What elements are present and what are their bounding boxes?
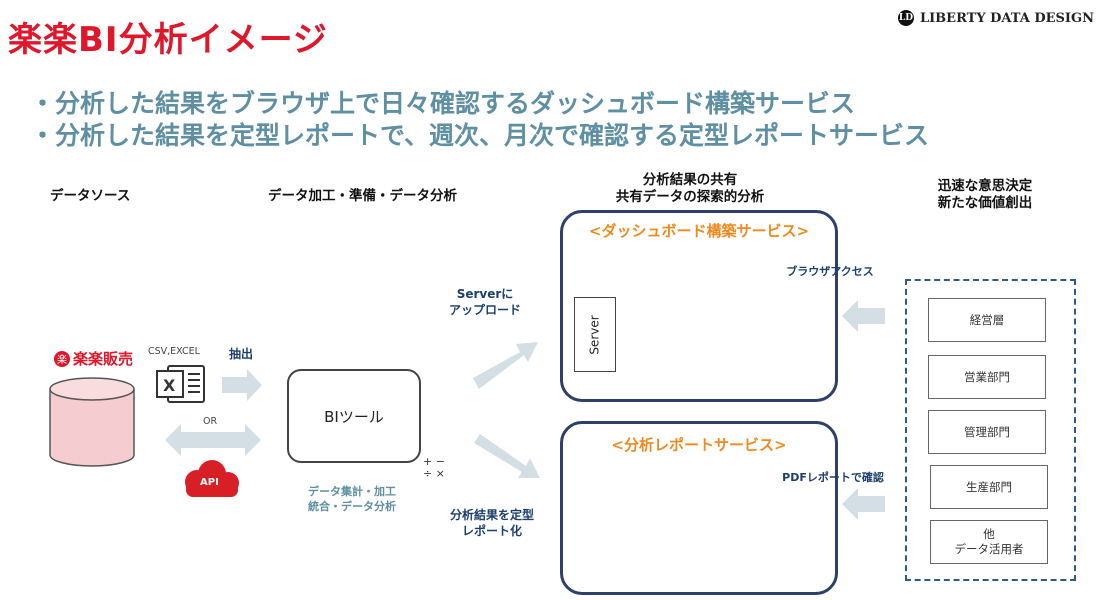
report-arrow-icon	[474, 434, 540, 478]
pdf-confirm-arrow-icon	[842, 488, 885, 520]
bidirectional-arrow-icon	[165, 424, 261, 456]
browser-access-label: ブラウザアクセス	[770, 264, 890, 280]
upload-label-line1: Serverに	[440, 286, 530, 302]
bi-tool-caption-line2: 統合・データ分析	[287, 499, 417, 514]
excel-icon: X	[157, 366, 204, 402]
dashboard-panel-title: <ダッシュボード構築サービス>	[560, 220, 838, 241]
svg-text:X: X	[163, 376, 176, 395]
stakeholder-production: 生産部門	[930, 465, 1048, 509]
extract-label: 抽出	[229, 345, 253, 362]
bi-tool-box: BIツール	[287, 369, 421, 463]
report-flow-line2: レポート化	[442, 523, 542, 539]
report-flow-line1: 分析結果を定型	[442, 507, 542, 523]
stakeholder-others-line1: 他	[983, 527, 995, 542]
database-icon	[50, 378, 134, 466]
bi-tool-caption: データ集計・加工 統合・データ分析	[287, 484, 417, 514]
stakeholder-sales: 営業部門	[928, 355, 1046, 399]
upload-arrow-icon	[473, 342, 538, 389]
rakuraku-label: 楽楽販売	[73, 348, 133, 369]
calc-ops-icon: + − ÷ ×	[423, 456, 445, 480]
rakuraku-hanbai-logo: 楽 楽楽販売	[54, 348, 133, 369]
report-panel-title: <分析レポートサービス>	[560, 434, 838, 455]
bi-tool-caption-line1: データ集計・加工	[287, 484, 417, 499]
or-label: OR	[203, 416, 217, 427]
report-flow-label: 分析結果を定型 レポート化	[442, 507, 542, 539]
pdf-confirm-label: PDFレポートで確認	[768, 470, 898, 486]
server-box: Server	[574, 297, 616, 372]
bi-tool-label: BIツール	[324, 406, 384, 427]
upload-label-line2: アップロード	[440, 302, 530, 318]
stakeholder-others: 他 データ活用者	[930, 520, 1048, 564]
rakuraku-logo-icon: 楽	[54, 351, 70, 367]
browser-access-arrow-icon	[842, 300, 885, 332]
extract-arrow-icon	[222, 369, 262, 401]
csv-excel-label: CSV,EXCEL	[148, 346, 200, 357]
server-label: Server	[588, 315, 602, 354]
upload-label: Serverに アップロード	[440, 286, 530, 318]
stakeholder-management: 経営層	[928, 298, 1046, 342]
stakeholder-admin: 管理部門	[928, 410, 1046, 454]
stakeholder-others-line2: データ活用者	[955, 542, 1024, 557]
api-label: API	[200, 477, 219, 488]
